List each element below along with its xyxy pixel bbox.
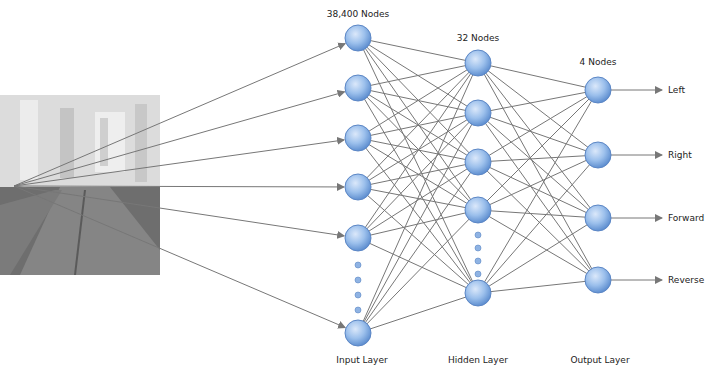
weight-line (478, 155, 598, 293)
layer-size: 4 Nodes (580, 57, 617, 68)
weight-line (358, 238, 478, 293)
image-frame (100, 118, 108, 166)
output-label: Left (668, 85, 685, 96)
weight-line (478, 155, 598, 210)
ellipsis-dot (355, 307, 361, 313)
output-arrow (611, 155, 662, 156)
weight-line (478, 280, 598, 293)
neuron-circle (465, 50, 491, 76)
output-label: Reverse (668, 275, 704, 286)
input-arrow (14, 44, 345, 186)
weight-line (478, 63, 598, 280)
ellipsis-dot (355, 277, 361, 283)
weight-line (358, 113, 478, 238)
connection-mesh (14, 38, 662, 333)
layer-name: Hidden Layer (448, 355, 508, 366)
weight-line (358, 210, 478, 333)
weight-line (358, 138, 478, 293)
weight-line (478, 63, 598, 218)
ellipsis-dot (475, 245, 481, 251)
input-arrow (14, 186, 344, 188)
weight-line (478, 155, 598, 162)
image-door (60, 108, 74, 178)
neuron-circle (585, 267, 611, 293)
output-arrow (611, 218, 662, 219)
weight-line (478, 162, 598, 218)
weight-line (358, 63, 478, 187)
layer-name: Output Layer (570, 355, 629, 366)
neuron-circle (345, 320, 371, 346)
neuron-circle (585, 77, 611, 103)
weight-line (358, 162, 478, 333)
image-top (0, 95, 160, 187)
input-arrow (14, 140, 344, 186)
weight-line (358, 38, 478, 293)
image-panel (20, 100, 38, 180)
neuron-circle (585, 205, 611, 231)
neuron-circle (465, 280, 491, 306)
layer-size: 38,400 Nodes (327, 9, 390, 20)
neuron-circle (345, 25, 371, 51)
weight-line (478, 113, 598, 155)
weight-line (478, 90, 598, 113)
neuron-circle (345, 75, 371, 101)
layer-size: 32 Nodes (457, 33, 500, 44)
neuron-circle (345, 174, 371, 200)
weight-line (358, 88, 478, 293)
image-door (135, 104, 147, 182)
layer-name: Input Layer (336, 355, 387, 366)
output-arrow (611, 90, 662, 91)
neuron-circles (345, 25, 611, 346)
ellipsis-dot (475, 271, 481, 277)
weight-line (358, 63, 478, 238)
output-label: Right (668, 150, 692, 161)
weight-line (478, 113, 598, 218)
weight-line (358, 38, 478, 162)
output-arrow (611, 280, 662, 281)
weight-line (358, 63, 478, 88)
image-window (95, 112, 125, 172)
weight-line (478, 210, 598, 218)
neuron-circle (345, 125, 371, 151)
weight-line (358, 88, 478, 210)
weight-line (478, 90, 598, 162)
neuron-circle (345, 225, 371, 251)
neuron-circle (465, 149, 491, 175)
weight-line (358, 162, 478, 238)
input-arrow (14, 186, 345, 327)
input-arrow (14, 186, 344, 236)
ellipsis-dot (475, 258, 481, 264)
weight-line (358, 187, 478, 293)
weight-line (358, 162, 478, 187)
weight-line (478, 218, 598, 293)
weight-line (358, 38, 478, 210)
neuron-circle (465, 197, 491, 223)
weight-line (358, 63, 478, 138)
ellipsis-dot (355, 292, 361, 298)
output-label: Forward (668, 213, 704, 224)
neuron-circle (465, 100, 491, 126)
weight-line (478, 210, 598, 280)
input-arrow (14, 92, 345, 186)
image-lane (75, 190, 85, 275)
ellipsis-dot (355, 262, 361, 268)
weight-line (358, 293, 478, 333)
ellipsis-dot (475, 232, 481, 238)
neuron-circle (585, 142, 611, 168)
image-bottom (0, 187, 160, 275)
weight-line (478, 90, 598, 293)
weight-line (358, 113, 478, 333)
weight-line (358, 63, 478, 333)
